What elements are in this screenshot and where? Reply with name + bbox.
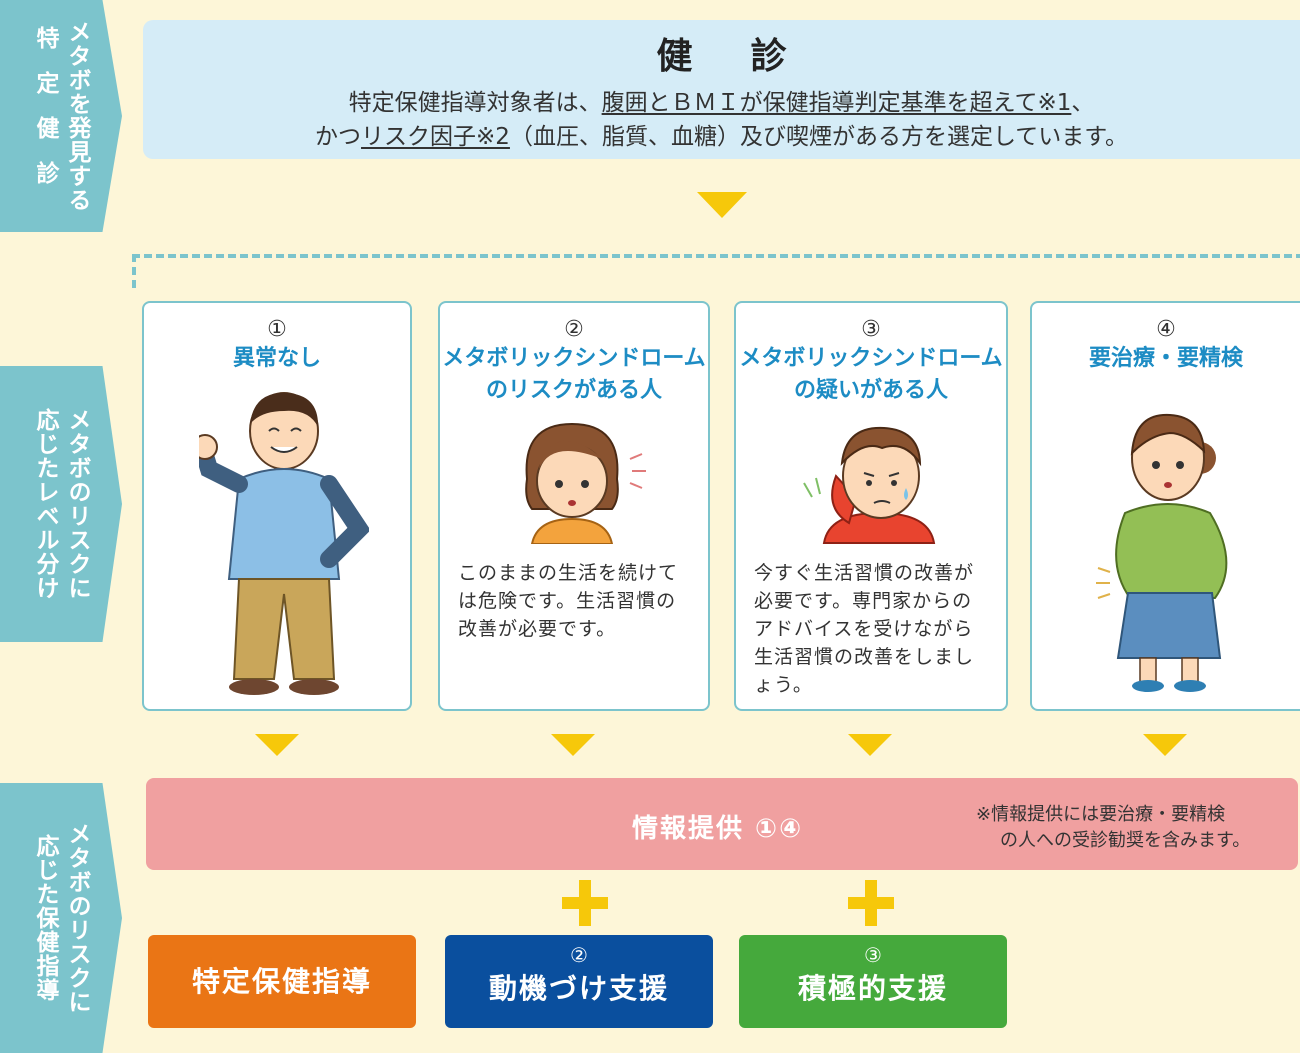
- down-arrow-icon: [255, 734, 299, 756]
- support-doukizuke: ② 動機づけ支援: [445, 935, 713, 1028]
- support-sekkyokuteki: ③ 積極的支援: [739, 935, 1007, 1028]
- note-line: ※情報提供には要治療・要精検: [976, 804, 1226, 825]
- level-description: このままの生活を続けては危険です。生活習慣の改善が必要です。: [458, 562, 679, 640]
- sidebar-tab-hoken-shido: メタボのリスクに 応じた保健指導: [0, 783, 122, 1053]
- level-number: ④: [1156, 317, 1176, 342]
- level-card-4: ④ 要治療・要精検: [1030, 301, 1300, 711]
- support-label: 動機づけ支援: [488, 972, 669, 1005]
- kenshin-box: 健診 特定保健指導対象者は、腹囲とＢＭＩが保健指導判定基準を超えて※1、 かつリ…: [143, 20, 1300, 159]
- sidebar-tab-text: 応じたレベル分け: [32, 408, 58, 600]
- level-title: メタボリックシンドローム: [739, 346, 1003, 371]
- level-title: のリスクがある人: [485, 378, 662, 403]
- note-line: の人への受診勧奨を含みます。: [1000, 830, 1251, 851]
- kenshin-description: 特定保健指導対象者は、腹囲とＢＭＩが保健指導判定基準を超えて※1、 かつリスク因…: [143, 86, 1300, 154]
- down-arrow-icon: [551, 734, 595, 756]
- kenshin-title: 健診: [656, 36, 845, 77]
- worried-man-illustration: [803, 426, 936, 544]
- level-number: ②: [564, 317, 584, 342]
- pregnant-woman-illustration: [1096, 413, 1228, 692]
- level-card-3: ③ メタボリックシンドローム の疑いがある人 今すぐ生活習慣の改善が必要です。専…: [734, 301, 1008, 711]
- support-label: 積極的支援: [797, 972, 948, 1005]
- worried-woman-illustration: [525, 422, 646, 544]
- level-number: ③: [861, 317, 881, 342]
- info-provision-label: 情報提供 ①④: [632, 814, 804, 844]
- sidebar-tab-tokutei-kenshin: メタボを発見する 特定健診: [0, 0, 122, 232]
- info-provision-note: ※情報提供には要治療・要精検 の人への受診勧奨を含みます。: [976, 802, 1250, 854]
- sidebar-tab-text: メタボのリスクに: [64, 822, 90, 1014]
- support-number: ③: [864, 943, 882, 967]
- sidebar-tab-text: 特定健診: [32, 26, 58, 206]
- support-label: 特定保健指導: [191, 965, 372, 998]
- kenshin-text: 特定保健指導対象者は、: [348, 90, 602, 116]
- down-arrow-icon: [697, 192, 747, 218]
- level-number: ①: [267, 317, 287, 342]
- sidebar-tab-text: メタボのリスクに: [64, 408, 90, 600]
- level-title: の疑いがある人: [793, 378, 948, 403]
- dashed-divider: [132, 254, 1300, 288]
- sidebar-tab-level: メタボのリスクに 応じたレベル分け: [0, 366, 122, 642]
- plus-icon: [562, 880, 608, 926]
- healthy-man-illustration: [199, 392, 369, 695]
- level-description: 今すぐ生活習慣の改善が必要です。専門家からのアドバイスを受けながら生活習慣の改善…: [754, 562, 975, 696]
- level-title: メタボリックシンドローム: [442, 346, 706, 371]
- plus-icon: [848, 880, 894, 926]
- sidebar-tab-text: 応じた保健指導: [32, 834, 58, 1002]
- info-provision-box: 情報提供 ①④ ※情報提供には要治療・要精検 の人への受診勧奨を含みます。: [146, 778, 1298, 870]
- support-number: ②: [570, 943, 588, 967]
- kenshin-text: 、: [1071, 90, 1095, 116]
- level-card-1: ① 異常なし: [142, 301, 412, 711]
- kenshin-text: （血圧、脂質、血糖）及び喫煙がある方を選定しています。: [509, 124, 1128, 150]
- down-arrow-icon: [848, 734, 892, 756]
- down-arrow-icon: [1143, 734, 1187, 756]
- kenshin-link-risk: リスク因子※2: [361, 124, 510, 150]
- kenshin-text: かつ: [315, 124, 362, 150]
- kenshin-link-criteria: 腹囲とＢＭＩが保健指導判定基準を超えて※1: [601, 90, 1072, 116]
- level-title: 要治療・要精検: [1088, 346, 1243, 371]
- sidebar-tab-text: メタボを発見する: [64, 20, 90, 212]
- level-title: 異常なし: [232, 346, 321, 371]
- support-tokutei-hoken-shido: 特定保健指導: [148, 935, 416, 1028]
- level-card-2: ② メタボリックシンドローム のリスクがある人 このままの生活を続けては危険です…: [438, 301, 710, 711]
